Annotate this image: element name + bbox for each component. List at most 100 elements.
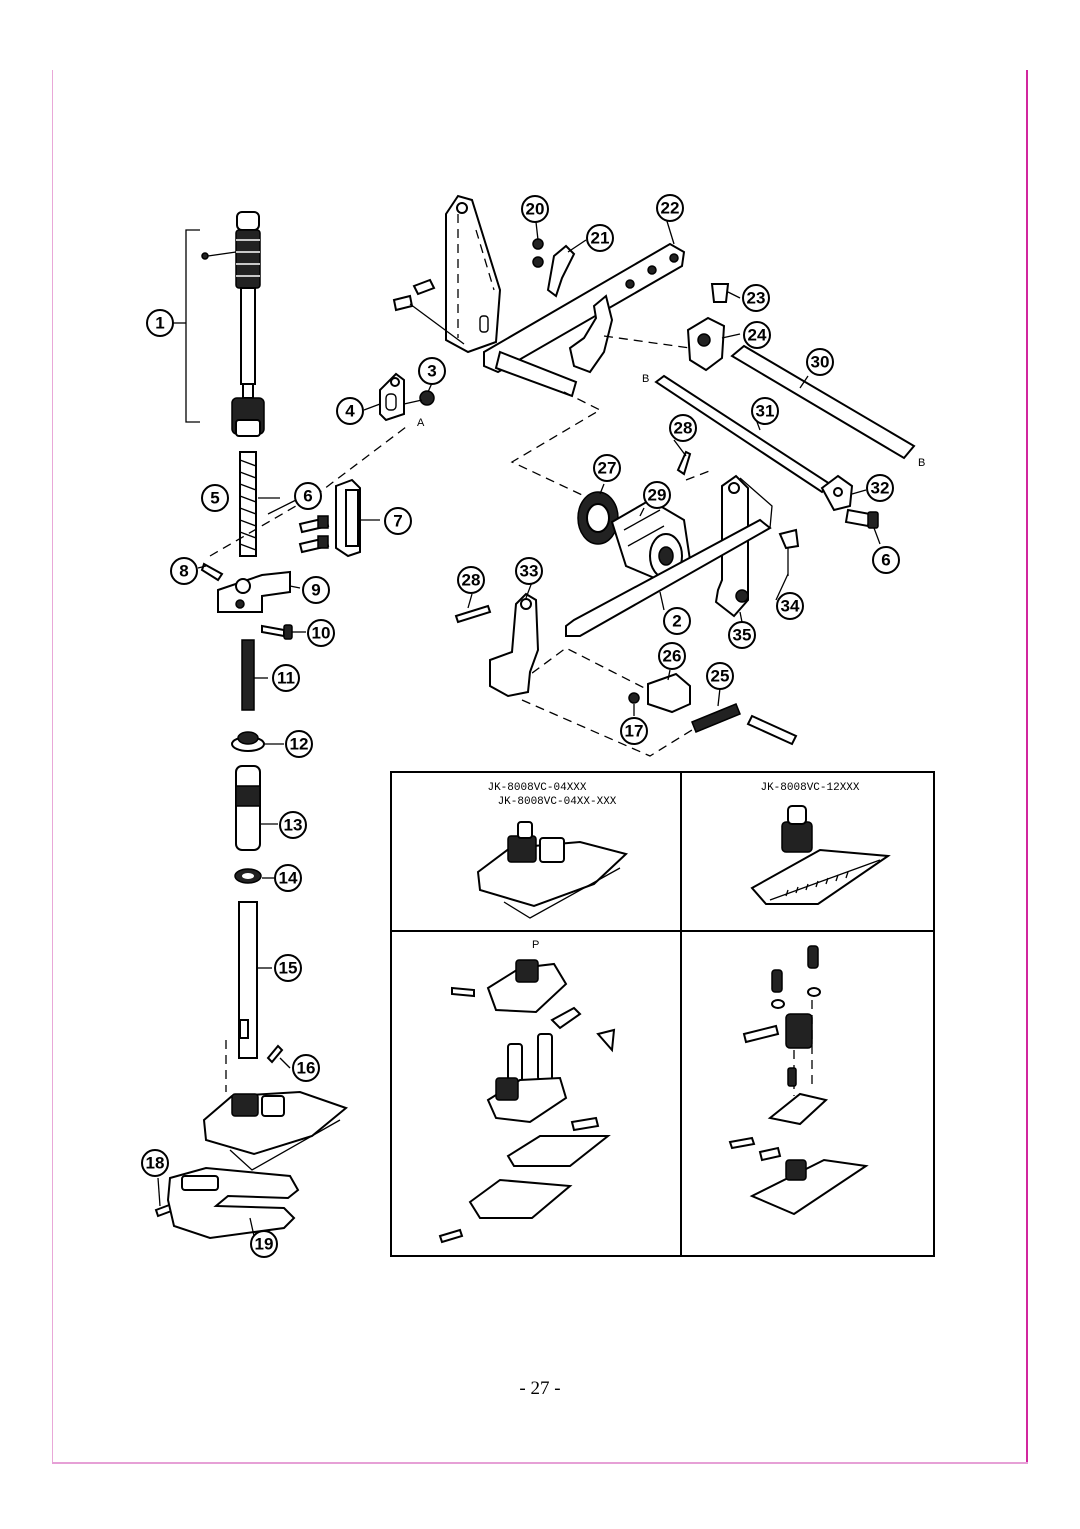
callout-20: 20 [521, 195, 549, 223]
variant-inset-table: JK-8008VC-04XXX JK-8008VC-04XX-XXX JK-80… [390, 771, 935, 1257]
page-number: - 27 - [519, 1378, 561, 1399]
lever-screw-34 [778, 528, 800, 550]
callout-19: 19 [250, 1230, 278, 1258]
callout-18: 18 [141, 1149, 169, 1177]
knob [647, 672, 691, 714]
page-border-left [52, 70, 53, 1464]
lifting-bracket [217, 570, 291, 613]
svg-text:12: 12 [290, 735, 309, 754]
lift-lever-assembly [392, 194, 916, 529]
callout-17: 17 [620, 717, 648, 745]
svg-text:3: 3 [427, 362, 436, 381]
callout-11: 11 [272, 664, 300, 692]
svg-text:6: 6 [303, 487, 312, 506]
callouts: 1 2 3 4 5 6 7 8 9 10 11 12 13 14 15 16 1… [141, 194, 900, 1258]
knurled-knob [235, 229, 261, 289]
callout-32: 32 [866, 474, 894, 502]
callout-24: 24 [743, 321, 771, 349]
svg-text:24: 24 [748, 326, 767, 345]
svg-text:5: 5 [210, 489, 219, 508]
svg-text:6: 6 [881, 551, 890, 570]
inset-title-3: JK-8008VC-12XXX [760, 782, 859, 794]
pivot-shaft [494, 350, 578, 398]
inset-frame [390, 771, 935, 1257]
inset-title-1: JK-8008VC-04XXX [487, 782, 586, 794]
callout-25: 25 [706, 662, 734, 690]
svg-text:16: 16 [297, 1059, 316, 1078]
svg-text:34: 34 [781, 597, 800, 616]
foot-variant-04-exploded: P [438, 939, 616, 1244]
group-bracket [185, 229, 200, 423]
marker-p: P [532, 939, 539, 951]
small-lever [546, 244, 576, 298]
inset-title-2: JK-8008VC-04XX-XXX [498, 796, 617, 808]
callout-5: 5 [201, 484, 229, 512]
presser-spring [239, 451, 257, 557]
callout-6b: 6 [872, 546, 900, 574]
small-spring [241, 639, 255, 711]
svg-text:28: 28 [462, 571, 481, 590]
adjusting-rod [240, 287, 256, 385]
svg-text:9: 9 [311, 581, 320, 600]
pin [454, 604, 492, 624]
leader-lines [157, 217, 881, 1237]
callout-28b: 28 [457, 566, 485, 594]
callout-27: 27 [593, 454, 621, 482]
callout-28a: 28 [669, 414, 697, 442]
svg-text:32: 32 [871, 479, 890, 498]
linkage-parts [298, 372, 435, 558]
callout-34: 34 [776, 592, 804, 620]
marker-a: A [417, 417, 425, 429]
presser-bush [235, 765, 261, 851]
svg-text:7: 7 [393, 512, 402, 531]
callout-14: 14 [274, 864, 302, 892]
mounting-plate [445, 194, 502, 354]
set-screw [628, 692, 640, 704]
lift-arm [483, 242, 686, 374]
lever-screw [532, 238, 544, 250]
callout-3: 3 [418, 357, 446, 385]
lift-cam-lever [489, 592, 540, 698]
svg-text:14: 14 [279, 869, 298, 888]
callout-26: 26 [658, 642, 686, 670]
callout-12: 12 [285, 730, 313, 758]
callout-23: 23 [742, 284, 770, 312]
svg-text:31: 31 [756, 402, 775, 421]
page-border-bottom [52, 1462, 1028, 1464]
callout-13: 13 [279, 811, 307, 839]
bracket-screw [283, 624, 293, 640]
svg-text:15: 15 [279, 959, 298, 978]
svg-text:17: 17 [625, 722, 644, 741]
foot-variant-04 [476, 821, 629, 919]
callout-2: 2 [663, 607, 691, 635]
callout-4: 4 [336, 397, 364, 425]
callout-6a: 6 [294, 482, 322, 510]
callout-30: 30 [806, 348, 834, 376]
svg-text:1: 1 [155, 314, 164, 333]
callout-8: 8 [170, 557, 198, 585]
link-screw [419, 390, 435, 406]
svg-text:19: 19 [255, 1235, 274, 1254]
svg-text:22: 22 [661, 199, 680, 218]
foot-variant-12 [750, 805, 891, 905]
svg-text:33: 33 [520, 562, 539, 581]
svg-text:26: 26 [663, 647, 682, 666]
return-spring [691, 703, 741, 733]
svg-text:20: 20 [526, 200, 545, 219]
svg-text:27: 27 [598, 459, 617, 478]
svg-text:29: 29 [648, 486, 667, 505]
callout-16: 16 [292, 1054, 320, 1082]
callout-15: 15 [274, 954, 302, 982]
svg-text:2: 2 [672, 612, 681, 631]
svg-text:28: 28 [674, 419, 693, 438]
knob-cap [236, 211, 260, 231]
svg-text:30: 30 [811, 353, 830, 372]
callout-10: 10 [307, 619, 335, 647]
lift-pin [200, 562, 224, 582]
presser-bar-assembly [154, 211, 349, 1240]
page-border-right [1026, 70, 1028, 1464]
svg-text:23: 23 [747, 289, 766, 308]
svg-text:35: 35 [733, 626, 752, 645]
